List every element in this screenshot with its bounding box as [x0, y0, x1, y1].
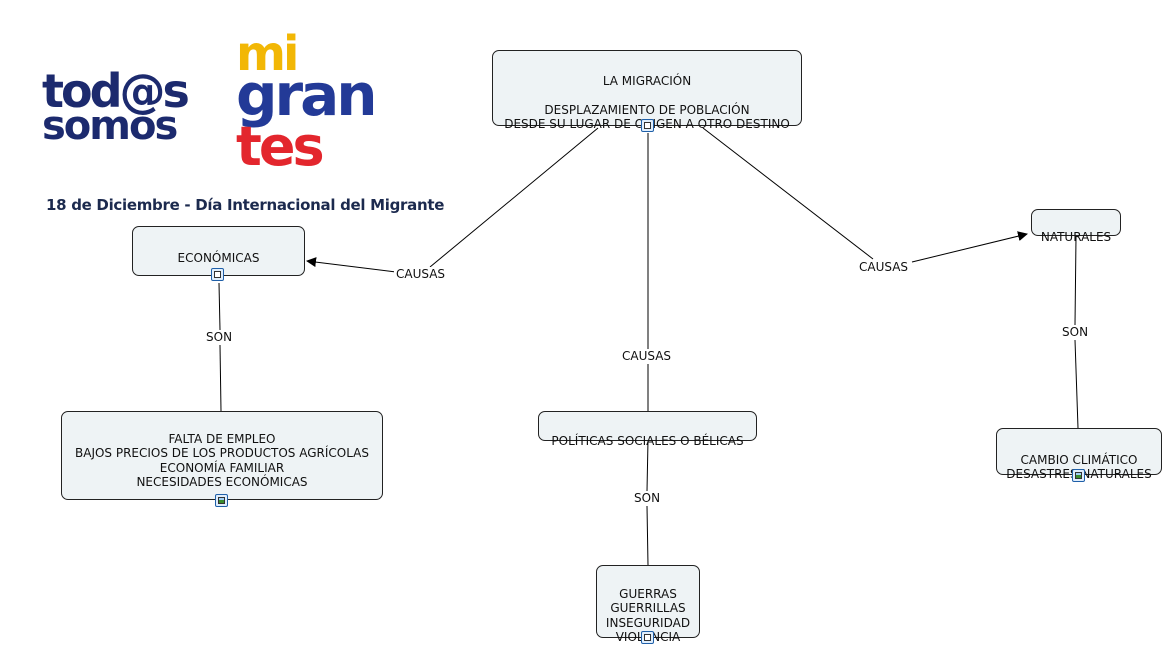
logo-word-todos: tod@s	[42, 64, 190, 118]
document-resource-icon[interactable]	[211, 268, 224, 281]
connector-son-cambio	[1074, 339, 1079, 429]
connector-migracion-causas-right	[702, 127, 874, 260]
connector-economicas-son	[218, 282, 221, 331]
image-resource-icon[interactable]	[215, 494, 228, 507]
connector-naturales-son	[1074, 236, 1077, 326]
connector-son-falta-empleo	[219, 344, 222, 412]
logo-word-somos: somos	[42, 103, 178, 149]
link-label-son-right[interactable]: SON	[1060, 325, 1091, 339]
node-cambio-climatico-text: CAMBIO CLIMÁTICO DESASTRES NATURALES	[1006, 452, 1152, 482]
node-naturales[interactable]: NATURALES	[1031, 209, 1121, 244]
connector-causas-economicas	[306, 257, 397, 273]
link-label-causas-center[interactable]: CAUSAS	[620, 349, 674, 363]
node-politicas-sociales-text: POLÍTICAS SOCIALES O BÉLICAS	[551, 433, 744, 448]
todos-somos-migrantes-logo: tod@s somos mi gran tes 18 de Diciembre …	[40, 26, 444, 228]
connector-son-guerras	[646, 505, 649, 566]
link-label-causas-left[interactable]: CAUSAS	[394, 267, 448, 281]
document-resource-icon[interactable]	[641, 119, 654, 132]
node-politicas-sociales[interactable]: POLÍTICAS SOCIALES O BÉLICAS	[538, 411, 757, 448]
document-resource-icon[interactable]	[641, 631, 654, 644]
connector-politicas-son	[646, 439, 649, 492]
node-cambio-climatico[interactable]: CAMBIO CLIMÁTICO DESASTRES NATURALES	[996, 428, 1162, 481]
connector-causas-naturales	[911, 231, 1028, 263]
connector-migracion-causas-left	[429, 127, 599, 268]
logo-word-mi: mi	[236, 26, 299, 82]
node-economicas[interactable]: ECONÓMICAS	[132, 226, 305, 276]
node-guerras-text: GUERRAS GUERRILLAS INSEGURIDAD VIOLENCIA	[605, 586, 691, 645]
node-la-migracion-text: LA MIGRACIÓN DESPLAZAMIENTO DE POBLACIÓN…	[504, 73, 790, 132]
node-naturales-text: NATURALES	[1040, 229, 1112, 244]
link-label-son-left[interactable]: SON	[204, 330, 235, 344]
logo-date-line: 18 de Diciembre - Día Internacional del …	[46, 196, 445, 214]
node-economicas-text: ECONÓMICAS	[177, 250, 260, 265]
node-falta-de-empleo[interactable]: FALTA DE EMPLEO BAJOS PRECIOS DE LOS PRO…	[61, 411, 383, 500]
image-resource-icon[interactable]	[1072, 469, 1085, 482]
logo-word-tes: tes	[236, 115, 325, 178]
node-falta-de-empleo-text: FALTA DE EMPLEO BAJOS PRECIOS DE LOS PRO…	[75, 431, 369, 490]
node-guerras[interactable]: GUERRAS GUERRILLAS INSEGURIDAD VIOLENCIA	[596, 565, 700, 644]
link-label-son-center[interactable]: SON	[632, 491, 663, 505]
link-label-causas-right[interactable]: CAUSAS	[857, 260, 911, 274]
node-la-migracion[interactable]: LA MIGRACIÓN DESPLAZAMIENTO DE POBLACIÓN…	[492, 50, 802, 131]
logo-word-gran: gran	[236, 61, 378, 129]
